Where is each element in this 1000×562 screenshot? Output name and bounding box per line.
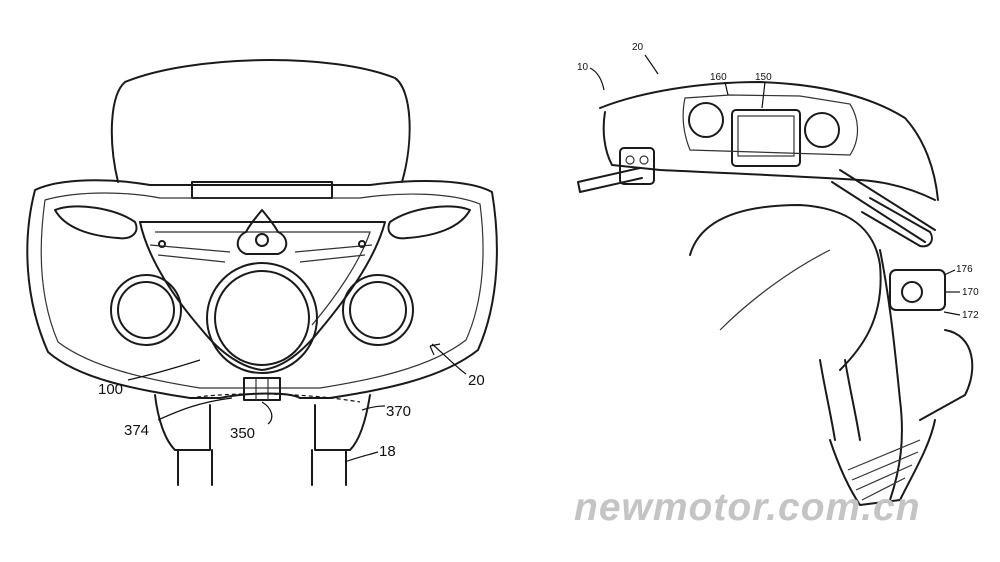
right-aux-light-outer (342, 274, 414, 346)
fender-hatch (847, 439, 921, 501)
keyhole-circle (255, 233, 269, 247)
inner-panel-line (155, 231, 371, 326)
right-screw (358, 240, 366, 248)
left-gauge (688, 102, 724, 138)
module-speaker (901, 281, 923, 303)
inner-panel (139, 221, 386, 371)
label-350: 350 (230, 425, 255, 442)
left-aux-light-inner (117, 281, 175, 339)
mount-block (243, 377, 281, 401)
left-aux-light-outer (110, 274, 182, 346)
label-172: 172 (962, 310, 979, 321)
display-screen (731, 109, 801, 167)
headlight-outer (206, 262, 318, 374)
label-18: 18 (379, 443, 396, 460)
display-inner (737, 115, 795, 157)
label-170: 170 (962, 287, 979, 298)
tank-line (719, 249, 831, 331)
engine-guard (919, 329, 974, 421)
label-370: 370 (386, 403, 411, 420)
label-100: 100 (98, 381, 123, 398)
fairing-outline (26, 179, 498, 399)
right-handlebar (831, 169, 936, 243)
watermark-text: newmotor.com.cn (574, 486, 921, 529)
label-160: 160 (710, 72, 727, 83)
dash-frame (682, 94, 859, 156)
left-screw (158, 240, 166, 248)
fairing-top (599, 81, 939, 201)
perspective-view: 10 20 160 150 176 170 172 (577, 42, 979, 506)
module-box (889, 269, 946, 311)
front-fork-perspective (819, 359, 861, 441)
label-20-perspective: 20 (632, 42, 644, 53)
left-fork (177, 449, 213, 486)
left-switch-pod (619, 147, 655, 185)
right-grip (861, 197, 933, 248)
label-150: 150 (755, 72, 772, 83)
right-vent (387, 205, 471, 240)
label-176: 176 (956, 264, 973, 275)
windshield (110, 59, 411, 183)
headlight-inner (214, 270, 310, 366)
front-view: 20 100 374 350 370 18 (26, 59, 498, 486)
label-374: 374 (124, 422, 149, 439)
fuel-tank (689, 204, 882, 371)
left-handlebar (577, 167, 643, 193)
right-fork (311, 449, 347, 486)
lower-edge-dashed (189, 393, 361, 403)
label-20: 20 (468, 372, 485, 389)
keyhole-emblem (236, 209, 288, 255)
fairing-body (602, 111, 936, 201)
lower-skirt-left (154, 394, 211, 451)
label-10: 10 (577, 62, 589, 73)
left-vent (54, 205, 138, 240)
right-aux-light-inner (349, 281, 407, 339)
right-gauge (804, 112, 840, 148)
front-fender (829, 419, 936, 506)
fairing-inner-outline (40, 192, 484, 389)
lower-skirt-right (314, 394, 371, 451)
frame-down-tube (879, 249, 903, 501)
